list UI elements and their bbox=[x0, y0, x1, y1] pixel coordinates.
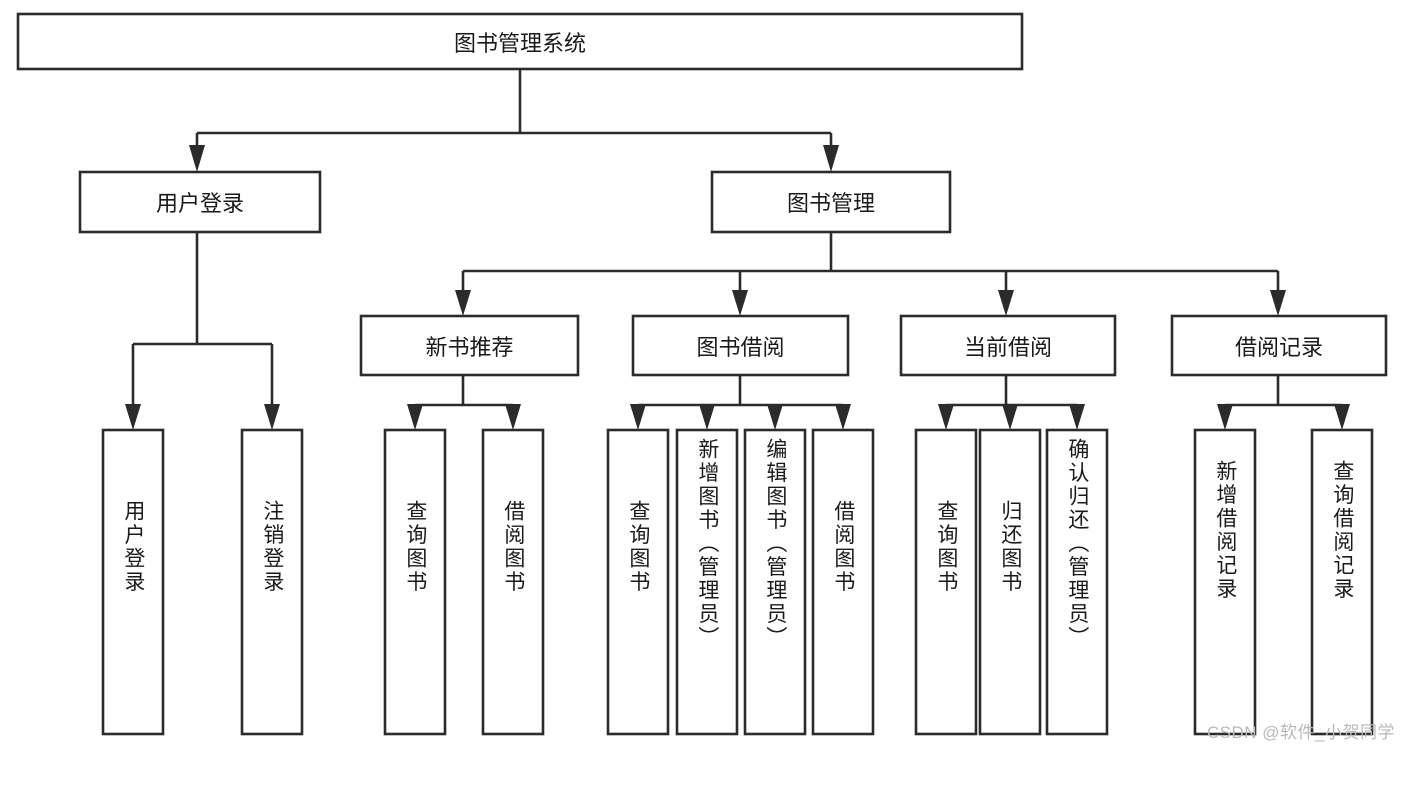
arrow-head-leaf-logout bbox=[264, 404, 280, 430]
node-box-leaf-user-login[interactable] bbox=[101, 428, 165, 736]
diagram-canvas: 图书管理系统 用户登录 图书管理 新书推荐 图书借阅 当前借阅 借阅记录 用户登… bbox=[16, 12, 1395, 742]
node-box-book-borrow[interactable] bbox=[631, 314, 850, 377]
node-box-leaf-return-book[interactable] bbox=[978, 428, 1042, 736]
node-box-leaf-add-book[interactable] bbox=[675, 428, 739, 736]
node-box-user-login[interactable] bbox=[78, 170, 322, 234]
arrow-head-leaf-query-book-1 bbox=[407, 404, 423, 430]
arrow-head-borrow-record bbox=[1270, 290, 1286, 316]
node-box-leaf-logout[interactable] bbox=[240, 428, 304, 736]
arrow-head-userlogin bbox=[189, 145, 205, 172]
arrow-head-book-borrow bbox=[732, 290, 748, 316]
node-box-leaf-borrow-book-1[interactable] bbox=[481, 428, 545, 736]
arrow-head-bookmanage bbox=[823, 145, 839, 172]
connector-group-current-borrow bbox=[938, 375, 1085, 430]
node-box-leaf-borrow-book-2[interactable] bbox=[811, 428, 875, 736]
node-box-book-manage[interactable] bbox=[710, 170, 952, 234]
node-box-leaf-query-record[interactable] bbox=[1310, 428, 1374, 736]
node-box-leaf-add-record[interactable] bbox=[1193, 428, 1257, 736]
node-box-leaf-confirm-return[interactable] bbox=[1045, 428, 1109, 736]
connector-group-user-login bbox=[125, 232, 280, 430]
node-box-leaf-edit-book[interactable] bbox=[743, 428, 807, 736]
node-box-leaf-query-book-3[interactable] bbox=[914, 428, 978, 736]
arrow-head-leaf-query-record bbox=[1334, 404, 1350, 430]
connector-group-borrow-record bbox=[1217, 375, 1350, 430]
arrow-head-leaf-user-login bbox=[125, 404, 141, 430]
connector-group-book-manage bbox=[455, 232, 1286, 316]
arrow-head-leaf-return-book bbox=[1002, 404, 1018, 430]
node-box-leaf-query-book-1[interactable] bbox=[383, 428, 447, 736]
arrow-head-leaf-add-record bbox=[1217, 404, 1233, 430]
arrow-head-leaf-borrow-book-2 bbox=[835, 404, 851, 430]
node-box-leaf-query-book-2[interactable] bbox=[606, 428, 670, 736]
node-box-current-borrow[interactable] bbox=[899, 314, 1117, 377]
arrow-head-leaf-borrow-book-1 bbox=[505, 404, 521, 430]
arrow-head-leaf-edit-book bbox=[767, 404, 783, 430]
arrow-head-leaf-add-book bbox=[699, 404, 715, 430]
arrow-head-current-borrow bbox=[998, 290, 1014, 316]
hierarchy-diagram bbox=[16, 12, 1388, 736]
connector-group-new-book-rec bbox=[407, 375, 521, 430]
node-box-borrow-record[interactable] bbox=[1170, 314, 1388, 377]
node-box-new-book-rec[interactable] bbox=[359, 314, 580, 377]
arrow-head-leaf-query-book-2 bbox=[630, 404, 646, 430]
arrow-head-leaf-query-book-3 bbox=[938, 404, 954, 430]
watermark-text: CSDN @软件_小贺同学 bbox=[1206, 723, 1395, 742]
arrow-head-new-book-rec bbox=[455, 290, 471, 316]
node-box-root[interactable] bbox=[16, 12, 1024, 71]
arrow-head-leaf-confirm-return bbox=[1069, 404, 1085, 430]
connector-group-book-borrow bbox=[630, 375, 851, 430]
connector-group-root bbox=[189, 69, 839, 172]
